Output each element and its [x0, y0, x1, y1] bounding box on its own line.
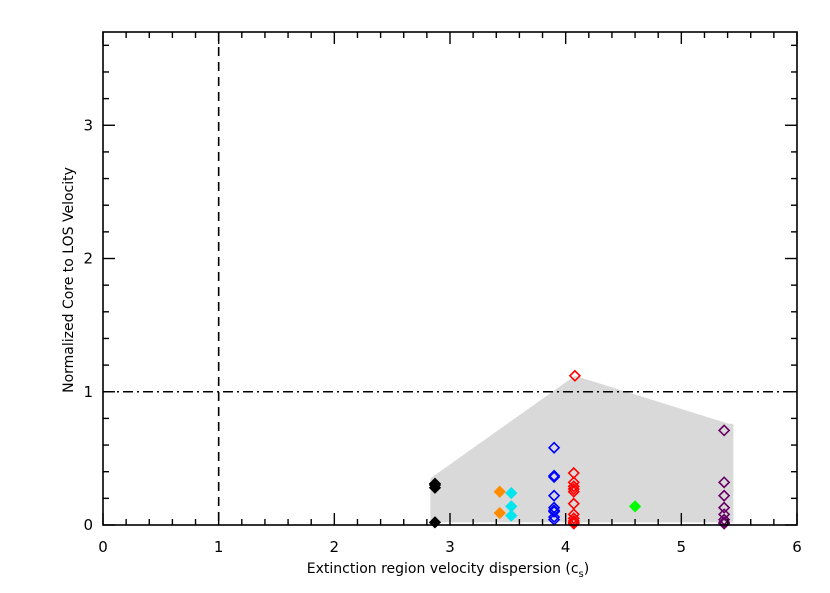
data-point: [493, 485, 506, 498]
x-tick-label: 2: [330, 538, 340, 556]
data-point: [717, 476, 731, 489]
x-tick-label: 5: [677, 538, 687, 556]
data-point: [547, 441, 561, 454]
data-point: [547, 510, 561, 524]
data-point: [567, 480, 580, 493]
data-point: [567, 512, 580, 525]
data-point: [567, 514, 580, 528]
x-tick-label: 4: [561, 538, 571, 556]
shaded-region: [430, 375, 734, 523]
reference-lines-layer: [103, 32, 797, 525]
data-point: [547, 505, 561, 518]
data-point: [567, 517, 580, 530]
data-point: [547, 470, 561, 484]
data-point: [628, 500, 642, 513]
x-tick-label: 3: [445, 538, 455, 556]
y-tick-label: 0: [83, 516, 93, 534]
data-point: [567, 516, 580, 529]
data-point: [567, 485, 580, 498]
data-point: [717, 501, 731, 514]
x-tick-label: 1: [214, 538, 224, 556]
y-tick-label: 3: [83, 116, 93, 134]
x-tick-label: 0: [98, 538, 108, 556]
data-point: [505, 509, 518, 522]
data-point: [547, 489, 561, 502]
data-point: [568, 369, 582, 382]
data-point: [428, 477, 442, 490]
y-axis-label: Normalized Core to LOS Velocity: [61, 167, 77, 393]
data-point: [505, 486, 518, 500]
data-point: [493, 506, 506, 520]
x-tick-label: 6: [792, 538, 802, 556]
data-point: [717, 489, 731, 502]
x-axis-label: Extinction region velocity dispersion (c…: [307, 561, 589, 580]
y-tick-label: 1: [83, 383, 93, 401]
data-point: [717, 424, 731, 437]
y-tick-label: 2: [83, 250, 93, 268]
data-point: [547, 469, 561, 482]
data-point: [567, 482, 580, 496]
axes-layer: 0 1 2 3 4 5 6 0 1 2 3: [83, 31, 802, 556]
shaded-region-layer: [430, 375, 734, 523]
